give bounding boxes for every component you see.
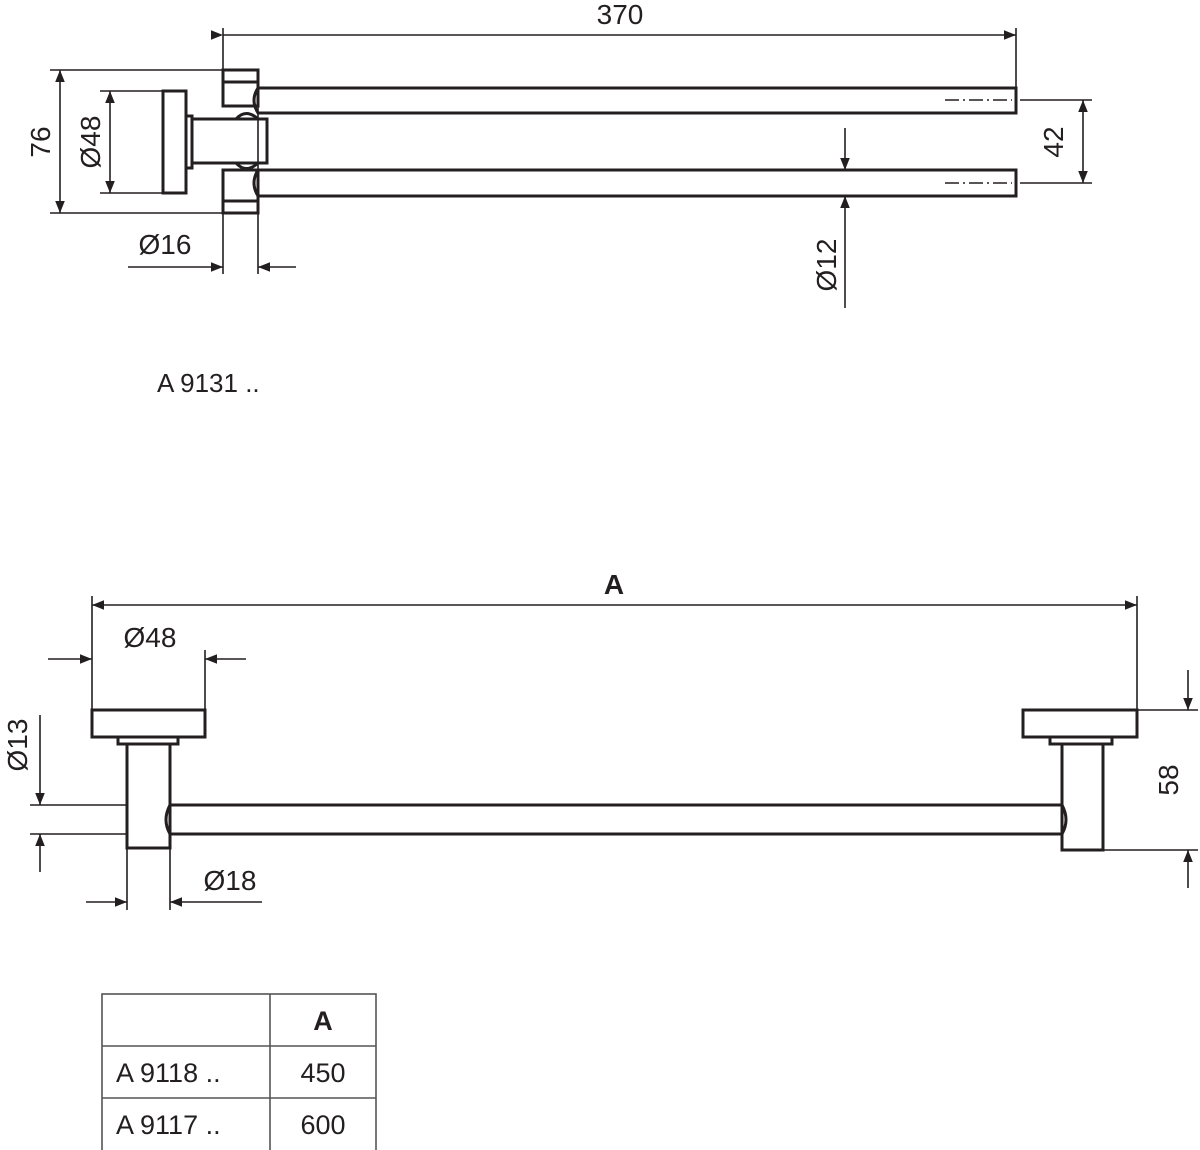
model-label: A 9131 .. xyxy=(157,368,260,398)
upper-bar xyxy=(252,86,1018,115)
dim-plate-diameter: Ø48 xyxy=(75,116,106,169)
dim-height: 76 xyxy=(25,126,56,157)
table-header-a: A xyxy=(313,1006,333,1036)
left-post xyxy=(125,742,172,850)
towel-rail-drawing: A Ø48 Ø13 Ø18 58 xyxy=(2,569,1198,910)
dim-hinge-diameter: Ø16 xyxy=(139,229,192,260)
dim-depth: 58 xyxy=(1153,764,1184,795)
dim-length: 370 xyxy=(597,0,644,30)
size-table: A A 9118 .. 450 A 9117 .. 600 xyxy=(101,993,377,1150)
wall-plate xyxy=(161,89,188,195)
swivel-towel-rail-drawing: 370 76 Ø48 Ø16 42 Ø12 A 9131 .. xyxy=(25,0,1092,398)
dim-length: A xyxy=(604,569,624,600)
lower-bar xyxy=(252,168,1018,198)
table-cell-a: 450 xyxy=(300,1058,345,1088)
bar xyxy=(164,803,1068,836)
table-cell-model: A 9118 .. xyxy=(116,1058,221,1088)
table-cell-a: 600 xyxy=(300,1110,345,1140)
dim-plate-diameter: Ø48 xyxy=(124,622,177,653)
right-wall-plate xyxy=(1021,708,1139,739)
connector-block xyxy=(190,117,269,165)
dim-bar-spacing: 42 xyxy=(1038,126,1069,157)
left-wall-plate xyxy=(90,708,207,739)
lower-hinge xyxy=(221,168,260,215)
table-cell-model: A 9117 .. xyxy=(116,1110,221,1140)
dim-post-diameter: Ø18 xyxy=(204,865,257,896)
right-post xyxy=(1060,742,1105,852)
dim-bar-diameter: Ø13 xyxy=(2,719,33,772)
dim-bar-diameter: Ø12 xyxy=(811,239,842,292)
